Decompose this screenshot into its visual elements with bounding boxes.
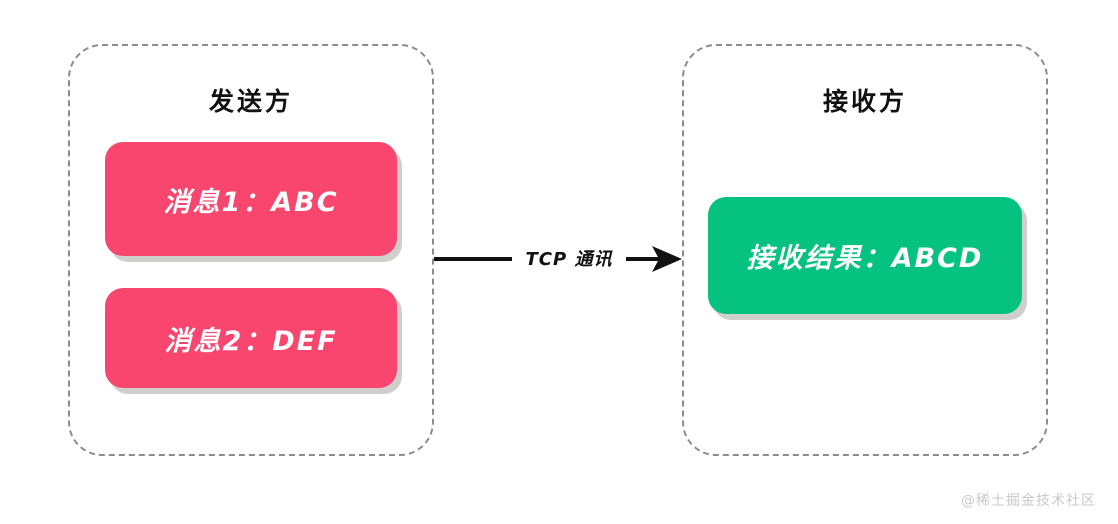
receiver-group-container: 接收方: [682, 44, 1048, 456]
message-card-2: 消息2：DEF: [105, 288, 397, 388]
receiver-group-title: 接收方: [822, 87, 907, 116]
receive-result-card-label: 接收结果：ABCD: [746, 243, 984, 274]
sender-group-title: 发送方: [208, 87, 293, 116]
message-card-1-label: 消息1：ABC: [163, 186, 339, 218]
sender-group-container: 发送方: [68, 44, 434, 456]
watermark-text: @稀土掘金技术社区: [961, 493, 1096, 509]
message-card-2-label: 消息2：DEF: [164, 325, 338, 357]
connection-arrow-head-icon: [652, 246, 682, 272]
message-card-1: 消息1：ABC: [105, 142, 397, 256]
receive-result-card: 接收结果：ABCD: [708, 197, 1022, 314]
connection-arrow-label: TCP 通讯: [512, 244, 626, 272]
